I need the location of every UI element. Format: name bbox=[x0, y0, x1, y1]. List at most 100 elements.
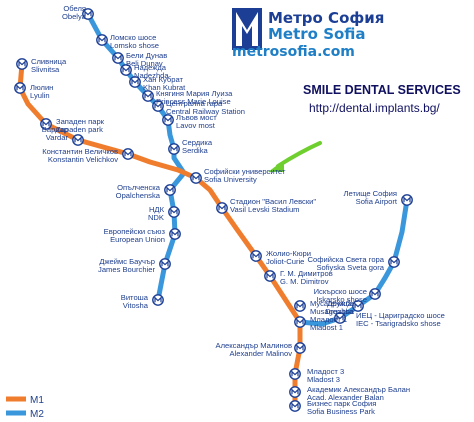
station-marker-icon[interactable] bbox=[142, 90, 154, 102]
station-marker-icon[interactable] bbox=[294, 300, 306, 312]
station-marker-icon[interactable] bbox=[401, 194, 413, 206]
station-name-bg: Александър Малинов bbox=[216, 341, 292, 350]
station-name-en: G. M. Dimitrov bbox=[280, 277, 329, 286]
station-name-bg: Сливница bbox=[31, 57, 67, 66]
station-marker-icon[interactable] bbox=[96, 34, 108, 46]
station-marker-icon[interactable] bbox=[152, 294, 164, 306]
station-name-en: Slivnitsa bbox=[31, 65, 60, 74]
legend-m2-label: M2 bbox=[30, 409, 44, 420]
station-name-en: Sofia Airport bbox=[356, 197, 398, 206]
station-marker-icon[interactable] bbox=[14, 82, 26, 94]
station-name-bg: Жолио-Кюри bbox=[266, 249, 311, 258]
station-marker-icon[interactable] bbox=[334, 312, 346, 324]
station-name-bg: Г. М. Димитров bbox=[280, 269, 333, 278]
station-marker-icon[interactable] bbox=[152, 100, 164, 112]
station-name-bg: Младост 1 bbox=[310, 315, 347, 324]
station-marker-icon[interactable] bbox=[264, 270, 276, 282]
station-marker-icon[interactable] bbox=[82, 8, 94, 20]
station-marker-icon[interactable] bbox=[16, 58, 28, 70]
station-marker-icon[interactable] bbox=[289, 400, 301, 412]
station-name-en: Beli Dunav bbox=[126, 59, 163, 68]
station-marker-icon[interactable] bbox=[40, 118, 52, 130]
station-name-en: Druzhba bbox=[325, 307, 354, 316]
station-name-bg: Джеймс Баучър bbox=[99, 257, 155, 266]
legend-m1-label: M1 bbox=[30, 395, 44, 406]
station-name-en: Mladost 3 bbox=[307, 375, 340, 384]
station-name-en: Vitosha bbox=[123, 301, 149, 310]
station-marker-icon[interactable] bbox=[216, 202, 228, 214]
station-name-en: European Union bbox=[110, 235, 165, 244]
station-name-bg: Лъвов мост bbox=[176, 113, 217, 122]
station-marker-icon[interactable] bbox=[388, 256, 400, 268]
station-marker-icon[interactable] bbox=[120, 64, 132, 76]
station-name-bg: Централна гара bbox=[166, 99, 223, 108]
station-marker-icon[interactable] bbox=[190, 172, 202, 184]
station-name-bg: Бели Дунав bbox=[126, 51, 167, 60]
ad-title: SMILE DENTAL SERVICES bbox=[303, 83, 461, 97]
station-name-en: Lyulin bbox=[30, 91, 50, 100]
station-name-en: Mladost 1 bbox=[310, 323, 343, 332]
station-name-en: Iskarsko shose bbox=[316, 295, 367, 304]
station-name-bg: Дружба bbox=[327, 299, 355, 308]
station-name-bg: Европейски съюз bbox=[104, 227, 166, 236]
station-name-bg: Стадион "Васил Левски" bbox=[230, 197, 316, 206]
station-name-en: Nadezhda bbox=[134, 71, 169, 80]
station-marker-icon[interactable] bbox=[294, 316, 306, 328]
station-name-en: James Bourchier bbox=[98, 265, 155, 274]
station-name-en: Alexander Malinov bbox=[230, 349, 293, 358]
station-name-en: NDK bbox=[148, 213, 164, 222]
station-name-en: Sofia Business Park bbox=[307, 407, 375, 416]
station-marker-icon[interactable] bbox=[162, 114, 174, 126]
station-name-bg: Софийски университет bbox=[204, 167, 286, 176]
station-marker-icon[interactable] bbox=[112, 52, 124, 64]
station-marker-icon[interactable] bbox=[289, 368, 301, 380]
station-marker-icon[interactable] bbox=[72, 134, 84, 146]
station-marker-icon[interactable] bbox=[129, 76, 141, 88]
website-link[interactable]: metrosofia.com bbox=[232, 44, 355, 60]
title-en: Metro Sofia bbox=[268, 25, 366, 43]
station-name-bg: НДК bbox=[149, 205, 165, 214]
station-marker-icon[interactable] bbox=[369, 288, 381, 300]
station-name-en: Zapaden park bbox=[56, 125, 103, 134]
station-name-bg: Княгиня Мария Луиза bbox=[156, 89, 233, 98]
station-marker-icon[interactable] bbox=[122, 148, 134, 160]
station-name-en: Sofia University bbox=[204, 175, 257, 184]
station-name-en: IEC - Tsarigradsko shose bbox=[356, 319, 441, 328]
station-name-bg: Надежда bbox=[134, 63, 167, 72]
station-marker-icon[interactable] bbox=[352, 300, 364, 312]
station-marker-icon[interactable] bbox=[164, 184, 176, 196]
station-name-bg: Опълченска bbox=[117, 183, 161, 192]
station-name-bg: Софийска Света гора bbox=[308, 255, 385, 264]
station-name-en: Lavov most bbox=[176, 121, 216, 130]
station-name-en: Khan Kubrat bbox=[143, 83, 186, 92]
station-name-bg: Младост 3 bbox=[307, 367, 344, 376]
station-name-en: Vardar bbox=[46, 133, 69, 142]
station-marker-icon[interactable] bbox=[169, 228, 181, 240]
ad-url-link[interactable]: http://dental.implants.bg/ bbox=[309, 101, 440, 115]
station-marker-icon[interactable] bbox=[289, 386, 301, 398]
station-marker-icon[interactable] bbox=[159, 258, 171, 270]
station-name-bg: Мусагеница bbox=[310, 299, 353, 308]
station-name-en: Central Railway Station bbox=[166, 107, 245, 116]
station-name-en: Princess Marie Louise bbox=[156, 97, 231, 106]
station-name-bg: Константин Величков bbox=[42, 147, 118, 156]
station-marker-icon[interactable] bbox=[294, 342, 306, 354]
station-name-en: Joliot-Curie bbox=[266, 257, 304, 266]
legend: M1 M2 bbox=[6, 395, 44, 420]
station-name-en: Serdika bbox=[182, 146, 209, 155]
station-name-bg: Сердика bbox=[182, 138, 213, 147]
station-name-bg: ИЕЦ - Цариградско шосе bbox=[356, 311, 445, 320]
pointer-arrow-icon bbox=[268, 141, 322, 172]
metro-logo-icon bbox=[232, 8, 262, 50]
station-name-en: Lomsko shose bbox=[110, 41, 159, 50]
station-name-bg: Витоша bbox=[121, 293, 149, 302]
station-name-bg: Хан Кубрат bbox=[143, 75, 184, 84]
station-marker-icon[interactable] bbox=[168, 206, 180, 218]
station-name-bg: Летище София bbox=[344, 189, 397, 198]
station-marker-icon[interactable] bbox=[168, 143, 180, 155]
station-marker-icon[interactable] bbox=[250, 250, 262, 262]
station-name-en: Vasil Levski Stadium bbox=[230, 205, 300, 214]
station-name-en: Konstantin Velichkov bbox=[48, 155, 118, 164]
station-name-bg: Ломско шосе bbox=[110, 33, 156, 42]
